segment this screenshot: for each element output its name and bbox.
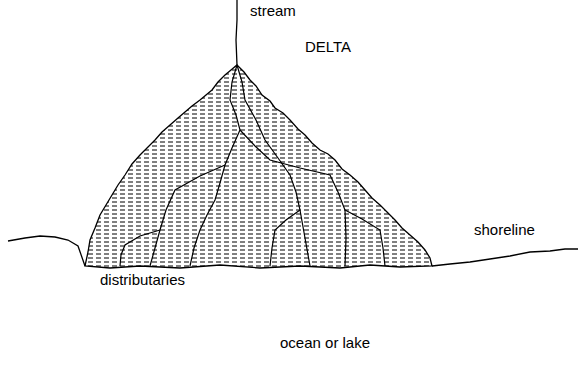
water-body-label: ocean or lake xyxy=(278,334,372,351)
distributaries-label: distributaries xyxy=(98,271,187,288)
delta-body xyxy=(85,65,432,268)
distributary-channels xyxy=(120,65,385,266)
stream-line xyxy=(236,0,237,65)
shoreline-label: shoreline xyxy=(472,221,537,238)
stream-label: stream xyxy=(248,2,298,19)
delta-label: DELTA xyxy=(303,38,353,55)
shoreline-line xyxy=(8,236,578,266)
